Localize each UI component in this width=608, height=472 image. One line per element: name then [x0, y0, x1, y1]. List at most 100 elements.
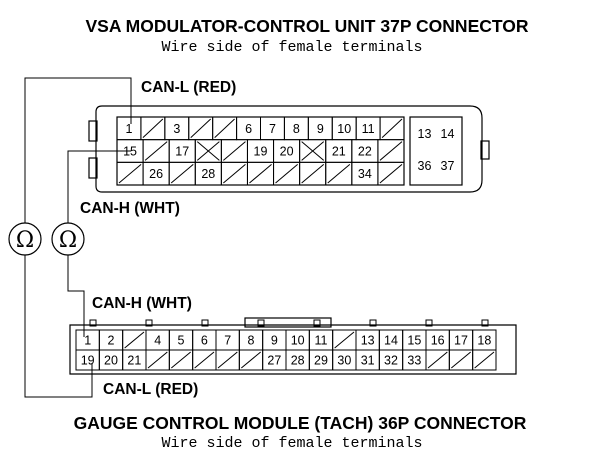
vsa-pin-empty: [325, 161, 353, 186]
gauge-connector-housing: [69, 324, 517, 375]
vsa-left-tab-upper: [88, 120, 98, 142]
vsa-pin-21: 21: [325, 139, 353, 163]
pin-number: 28: [291, 354, 305, 368]
pin-number: 26: [149, 167, 163, 181]
housing-notch: [201, 319, 209, 327]
vsa-pin-empty: [377, 161, 405, 186]
gauge-pin-10: 10: [285, 329, 310, 351]
pin-number: 3: [173, 122, 180, 136]
gauge-pin-empty: [215, 349, 240, 371]
pin-number: 1: [125, 122, 132, 136]
vsa-pin-11: 11: [355, 116, 381, 141]
empty-slot-slash: [451, 351, 471, 369]
vsa-pin-empty: [168, 161, 196, 186]
gauge-pin-empty: [122, 329, 147, 351]
vsa-pin-7: 7: [260, 116, 285, 141]
vsa-pin-1: 1: [116, 116, 142, 141]
housing-notch: [481, 319, 489, 327]
gauge-pin-20: 20: [98, 349, 124, 371]
gauge-pin-empty: [332, 329, 357, 351]
bottom-connector-subtitle: Wire side of female terminals: [161, 435, 422, 452]
gauge-pin-29: 29: [308, 349, 334, 371]
gauge-pin-2: 2: [98, 329, 124, 351]
empty-slot-slash: [381, 118, 403, 139]
empty-slot-slash: [301, 163, 325, 184]
vsa-pin-empty: [116, 161, 144, 186]
pin-number: 14: [441, 127, 455, 141]
bottom-connector-title: GAUGE CONTROL MODULE (TACH) 36P CONNECTO…: [74, 413, 527, 433]
gauge-pin-empty: [168, 349, 194, 371]
pin-number: 22: [358, 145, 372, 159]
pin-cell-border: [377, 161, 405, 186]
vsa-pin-22: 22: [351, 139, 379, 163]
vsa-connector-housing: [95, 105, 483, 193]
empty-slot-slash: [275, 163, 298, 184]
vsa-pin-empty: [273, 161, 301, 186]
pin-number: 1: [84, 334, 91, 348]
pin-number: 8: [248, 334, 255, 348]
empty-slot-slash: [327, 163, 351, 184]
pin-number: 20: [280, 145, 294, 159]
gauge-pin-15: 15: [402, 329, 427, 351]
pin-number: 2: [108, 334, 115, 348]
vsa-pin-20: 20: [273, 139, 301, 163]
pin-number: 30: [337, 354, 351, 368]
pin-number: 19: [254, 145, 268, 159]
wire-can-l-bottom: [24, 255, 93, 398]
empty-slot-slash: [190, 118, 212, 139]
vsa-right-tab: [480, 140, 490, 160]
empty-slot-slash: [427, 351, 448, 369]
pin-number: 20: [104, 354, 118, 368]
ohm-icon: Ω: [59, 228, 77, 253]
pin-number: 9: [317, 122, 324, 136]
gauge-pin-21: 21: [122, 349, 147, 371]
vsa-pin-26: 26: [142, 161, 170, 186]
pin-number: 27: [267, 354, 281, 368]
ohm-icon: Ω: [16, 228, 34, 253]
vsa-pin-X: [299, 139, 327, 163]
wire-can-l-top: [24, 77, 132, 223]
gauge-pin-30: 30: [332, 349, 357, 371]
pin-number: 28: [201, 167, 215, 181]
empty-slot-slash: [249, 163, 272, 184]
wire-can-h-bottom: [67, 255, 85, 337]
housing-notch: [425, 319, 433, 327]
pin-number: 7: [269, 122, 276, 136]
gauge-pin-27: 27: [262, 349, 287, 371]
vsa-left-tab-lower: [88, 157, 98, 179]
gauge-pin-8: 8: [238, 329, 264, 351]
pin-number: 17: [454, 334, 468, 348]
vsa-pin-empty: [188, 116, 214, 141]
gauge-pin-1: 1: [75, 329, 100, 351]
gauge-pin-17: 17: [448, 329, 474, 351]
pin-number: 6: [201, 334, 208, 348]
housing-notch: [257, 319, 265, 327]
pin-number: 7: [224, 334, 231, 348]
empty-slot-slash: [170, 163, 194, 184]
pin-number: 11: [315, 334, 328, 348]
gauge-pin-13: 13: [355, 329, 380, 351]
gauge-pin-empty: [192, 349, 217, 371]
pin-number: 34: [358, 167, 372, 181]
pin-number: 29: [314, 354, 328, 368]
pin-number: 19: [81, 354, 95, 368]
housing-notch: [145, 319, 153, 327]
pin-number: 8: [293, 122, 300, 136]
empty-slot-slash: [334, 331, 355, 349]
pin-number: 15: [407, 334, 421, 348]
gauge-pin-11: 11: [308, 329, 334, 351]
gauge-pin-empty: [448, 349, 474, 371]
top-connector-subtitle: Wire side of female terminals: [161, 39, 422, 56]
pin-number: 17: [175, 145, 189, 159]
pin-number: 32: [384, 354, 398, 368]
vsa-pin-empty: [140, 116, 166, 141]
empty-slot-slash: [379, 141, 403, 161]
vsa-side-pin-13: 13: [418, 127, 432, 141]
gauge-pin-28: 28: [285, 349, 310, 371]
vsa-pin-empty: [299, 161, 327, 186]
pin-number: 11: [362, 122, 375, 136]
vsa-pin-9: 9: [307, 116, 333, 141]
